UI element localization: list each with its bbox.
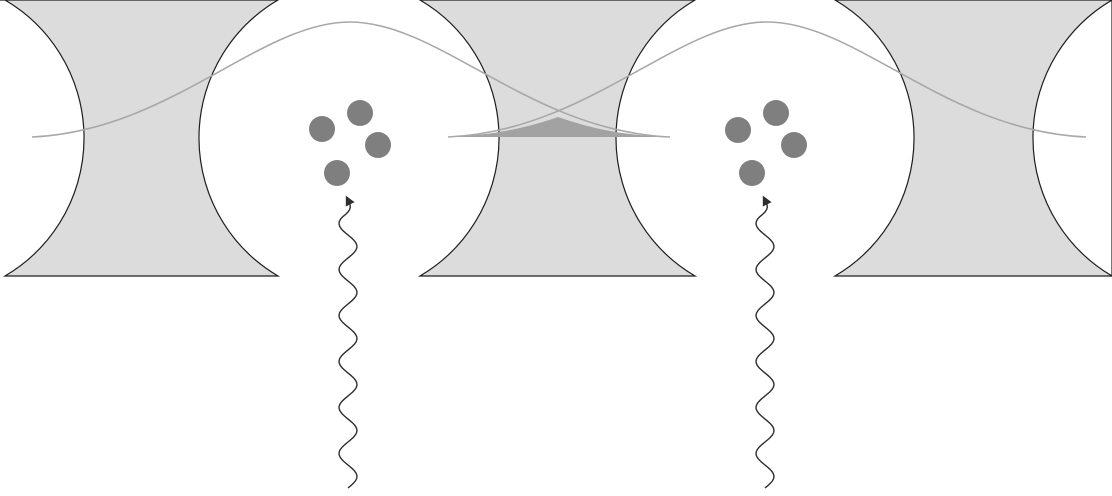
particle <box>324 160 350 186</box>
particle <box>309 116 335 142</box>
particle <box>365 132 391 158</box>
particle-cluster-left <box>309 100 391 186</box>
particle <box>763 100 789 126</box>
incoming-wave-left <box>339 200 357 488</box>
particle <box>781 132 807 158</box>
incoming-wave-right <box>756 200 774 488</box>
particle <box>347 100 373 126</box>
mirror-block-left <box>0 0 278 276</box>
particle <box>739 160 765 186</box>
mirror-block-middle <box>420 0 695 276</box>
particle-cluster-right <box>725 100 807 186</box>
mirror-blocks <box>0 0 1112 276</box>
particle <box>725 117 751 143</box>
